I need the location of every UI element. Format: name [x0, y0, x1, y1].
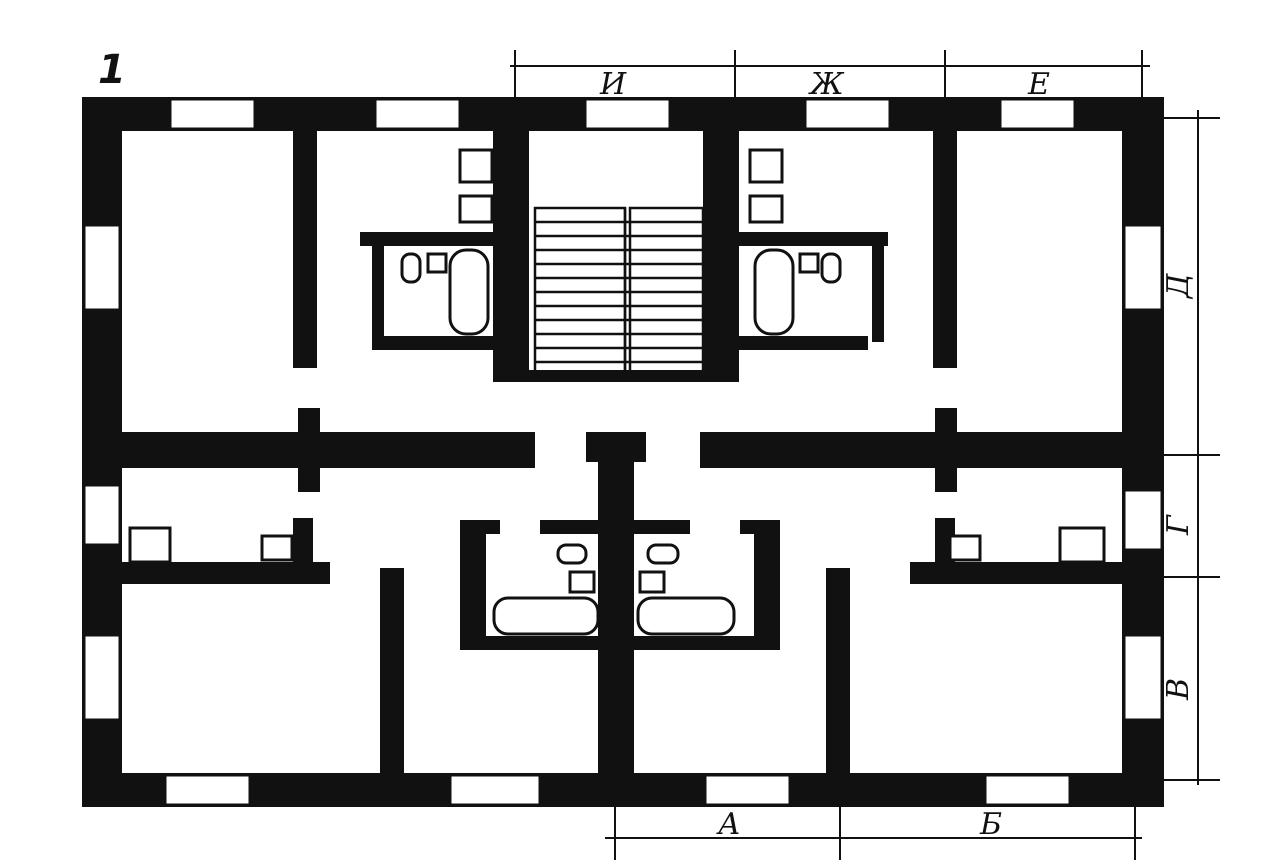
toilet: [400, 252, 422, 284]
fixtures: [128, 148, 1106, 636]
sink-fixture: [458, 148, 494, 184]
stove-fixture: [260, 534, 294, 562]
axis-label-zh: Ж: [808, 67, 845, 102]
bathtub: [753, 248, 795, 336]
bathtub: [636, 596, 736, 636]
sink-fixture: [748, 148, 784, 184]
plan-number: 1: [98, 47, 126, 93]
bathtub: [492, 596, 600, 636]
axis-label-i: И: [599, 67, 627, 102]
axis-label-d: Д: [1161, 273, 1196, 300]
washbasin: [798, 252, 820, 274]
axis-label-a: А: [716, 807, 741, 842]
washbasin: [426, 252, 448, 274]
windows: [82, 97, 1164, 807]
stove-fixture: [458, 194, 494, 224]
toilet: [646, 543, 680, 565]
stove-fixture: [748, 194, 784, 224]
sink-fixture: [128, 526, 172, 564]
axis-label-b: Б: [979, 807, 1002, 842]
staircase: [533, 206, 705, 376]
bathtub: [448, 248, 490, 336]
axis-label-v: В: [1161, 678, 1196, 701]
interior-walls: [120, 128, 1124, 792]
stove-fixture: [948, 534, 982, 562]
washbasin: [638, 570, 666, 594]
axis-label-e: Е: [1027, 67, 1050, 102]
toilet: [820, 252, 842, 284]
toilet: [556, 543, 588, 565]
sink-fixture: [1058, 526, 1106, 564]
dimension-lines: [510, 50, 1220, 860]
axis-label-g: Г: [1161, 514, 1196, 536]
washbasin: [568, 570, 596, 594]
